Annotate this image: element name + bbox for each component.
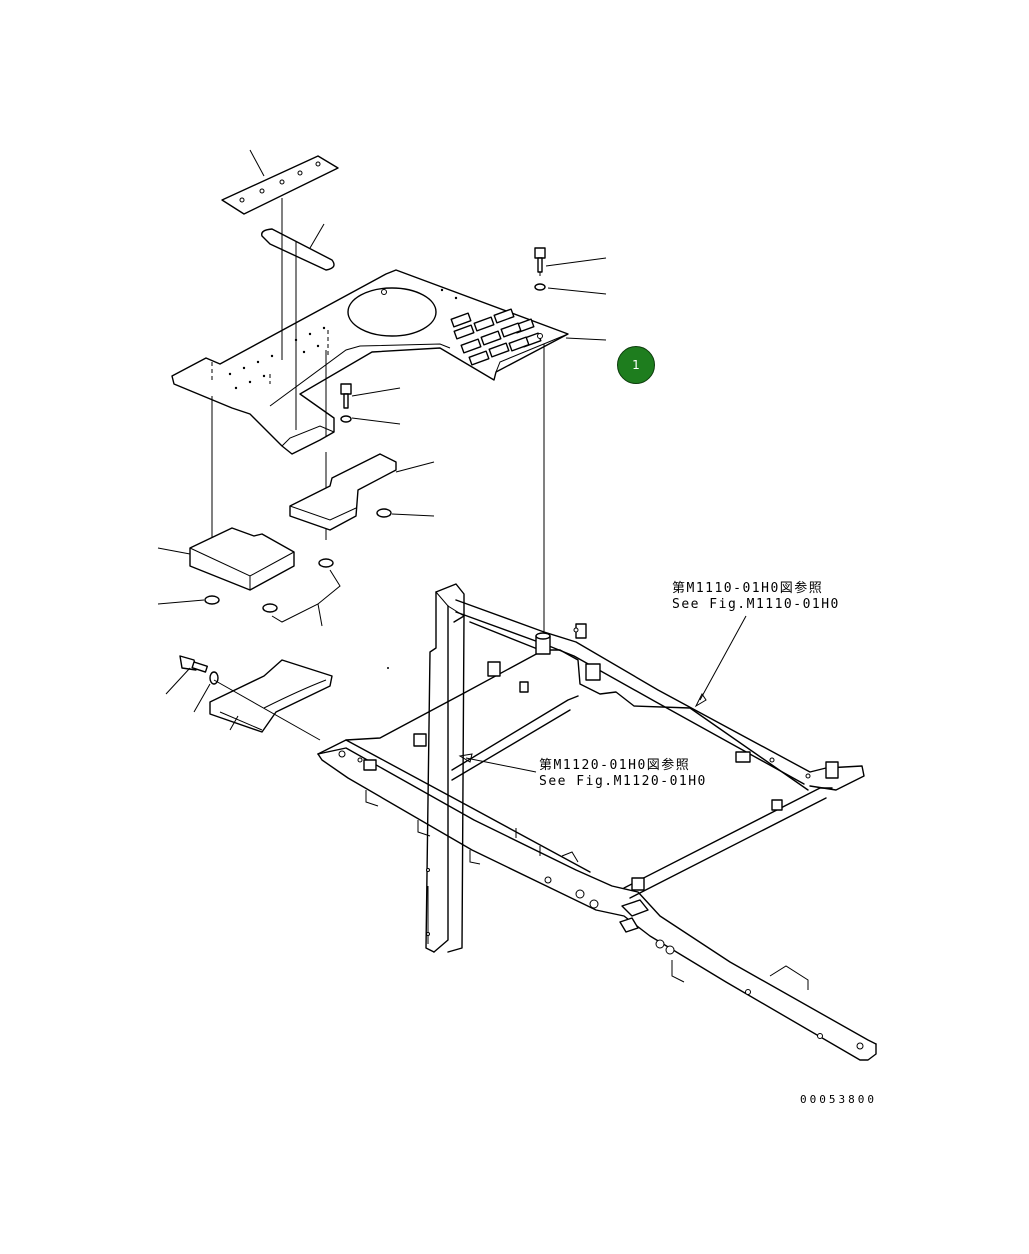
leader-lines xyxy=(157,149,747,773)
bolt-left xyxy=(179,655,219,685)
block-pad xyxy=(189,527,295,591)
bracket-cover xyxy=(209,659,333,733)
rubber-mount-right xyxy=(376,508,392,518)
grille xyxy=(450,308,542,366)
chassis-frame xyxy=(317,583,877,1061)
bolt-center xyxy=(340,383,352,423)
plate-holes xyxy=(228,288,543,390)
callout-marker[interactable]: 1 xyxy=(617,346,655,384)
rubber-mount-c xyxy=(318,558,334,568)
bolt-upper-right xyxy=(534,247,546,291)
reference-note-beam-en: See Fig.M1120-01H0 xyxy=(539,774,707,789)
rubber-pad xyxy=(261,228,335,271)
reference-note-frame: 第M1110-01H0図参照 See Fig.M1110-01H0 xyxy=(672,581,840,613)
rubber-mount-b xyxy=(262,603,278,613)
drawing-number: 00053800 xyxy=(800,1093,877,1106)
reference-note-beam: 第M1120-01H0図参照 See Fig.M1120-01H0 xyxy=(539,758,707,790)
reference-note-beam-jp: 第M1120-01H0図参照 xyxy=(539,758,691,773)
rubber-mount-a xyxy=(204,595,220,605)
reference-note-frame-jp: 第M1110-01H0図参照 xyxy=(672,581,824,596)
floor-plate xyxy=(171,269,569,455)
reference-note-frame-en: See Fig.M1110-01H0 xyxy=(672,597,840,612)
l-shaped-pad xyxy=(289,453,397,531)
top-plate xyxy=(221,155,339,215)
